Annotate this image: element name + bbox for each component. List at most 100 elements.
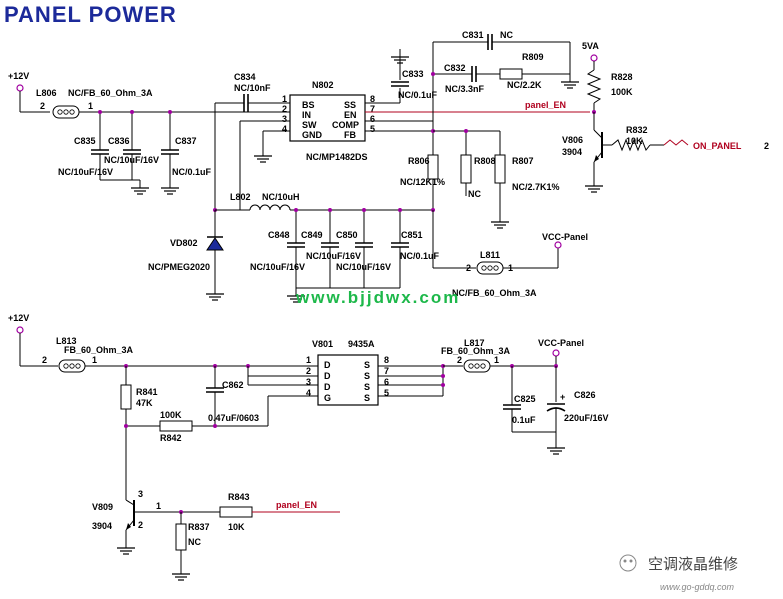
v806-ref: V806 bbox=[562, 135, 583, 145]
r842-ref: R842 bbox=[160, 433, 182, 443]
c832-ref: C832 bbox=[444, 63, 466, 73]
v809-base-pin1: 1 bbox=[156, 501, 161, 511]
l802-ref: L802 bbox=[230, 192, 251, 202]
n802-num-7: 7 bbox=[370, 104, 375, 114]
v809-transistor: V809 3904 3 2 bbox=[92, 489, 220, 555]
n802-pin-fb: FB bbox=[344, 130, 356, 140]
n802-pin-bs: BS bbox=[302, 100, 315, 110]
bottom-circuit: +12V L813 FB_60_Ohm_3A 2 1 V801 9435A D … bbox=[8, 313, 609, 581]
v801-num-8: 8 bbox=[384, 355, 389, 365]
rail-12v-bottom-label: +12V bbox=[8, 313, 29, 323]
r841-ref: R841 bbox=[136, 387, 158, 397]
v801-num-6: 6 bbox=[384, 377, 389, 387]
v801-part: 9435A bbox=[348, 339, 375, 349]
n802-ref: N802 bbox=[312, 80, 334, 90]
v801-pin-s7: S bbox=[364, 371, 370, 381]
vd802-ref: VD802 bbox=[170, 238, 198, 248]
v801-pin-s8: S bbox=[364, 360, 370, 370]
rail-vcc-panel-top-label: VCC-Panel bbox=[542, 232, 588, 242]
v801-pin-d3: D bbox=[324, 382, 331, 392]
on-panel-net: ON_PANEL bbox=[693, 141, 742, 151]
n802-pin-in: IN bbox=[302, 110, 311, 120]
c837-value: NC/0.1uF bbox=[172, 167, 212, 177]
watermark: 空调液晶维修 www.go-gddq.com bbox=[619, 554, 738, 592]
watermark-url: www.go-gddq.com bbox=[660, 582, 735, 592]
v801-pin-s6: S bbox=[364, 382, 370, 392]
c837-ref: C837 bbox=[175, 136, 197, 146]
l817-value: FB_60_Ohm_3A bbox=[441, 346, 511, 356]
c848-ref: C848 bbox=[268, 230, 290, 240]
n802-num-3: 3 bbox=[282, 114, 287, 124]
r837-value: NC bbox=[188, 537, 201, 547]
c825-value: 0.1uF bbox=[512, 415, 536, 425]
rail-12v-top-label: +12V bbox=[8, 71, 29, 81]
site-url: www.bjjdwx.com bbox=[295, 288, 460, 307]
r809-value: NC/2.2K bbox=[507, 80, 542, 90]
vcc-12v-top bbox=[16, 84, 24, 92]
n802-num-6: 6 bbox=[370, 114, 375, 124]
n802-pin-ss: SS bbox=[344, 100, 356, 110]
c849-ref: C849 bbox=[301, 230, 323, 240]
l806-pin1: 1 bbox=[88, 101, 93, 111]
v801-pin-d2: D bbox=[324, 371, 331, 381]
v801-mosfet: V801 9435A D D D G S S S S 1 2 3 4 8 7 6… bbox=[306, 339, 389, 406]
l802-value: NC/10uH bbox=[262, 192, 300, 202]
n802-num-4: 4 bbox=[282, 124, 287, 134]
rail-vcc-panel-bottom-label: VCC-Panel bbox=[538, 338, 584, 348]
l811-ref: L811 bbox=[480, 250, 500, 260]
c835-value: NC/10uF/16V bbox=[58, 167, 113, 177]
v801-num-3: 3 bbox=[306, 377, 311, 387]
c832-value: NC/3.3nF bbox=[445, 84, 485, 94]
v806-transistor: V806 3904 bbox=[562, 129, 612, 193]
l813-pin1: 1 bbox=[92, 355, 97, 365]
n802-part: NC/MP1482DS bbox=[306, 152, 368, 162]
r832-value: 10K bbox=[626, 136, 643, 146]
l811-pin2: 2 bbox=[466, 263, 471, 273]
r808-value: NC bbox=[468, 189, 481, 199]
r828-ref: R828 bbox=[611, 72, 633, 82]
c831-value: NC bbox=[500, 30, 513, 40]
c851-value: NC/0.1uF bbox=[400, 251, 440, 261]
l813-value: FB_60_Ohm_3A bbox=[64, 345, 134, 355]
c849-value: NC/10uF/16V bbox=[306, 251, 361, 261]
v809-ref: V809 bbox=[92, 502, 113, 512]
l813-ref: L813 bbox=[56, 336, 77, 346]
net-panel-en-top: panel_EN bbox=[525, 100, 566, 110]
v801-ref: V801 bbox=[312, 339, 333, 349]
r808-ref: R808 bbox=[474, 156, 496, 166]
v806-value: 3904 bbox=[562, 147, 582, 157]
c831-ref: C831 bbox=[462, 30, 484, 40]
watermark-name: 空调液晶维修 bbox=[648, 555, 738, 573]
schematic-title: PANEL POWER bbox=[4, 2, 177, 27]
c836-value: NC/10uF/16V bbox=[104, 155, 159, 165]
l806-pin2: 2 bbox=[40, 101, 45, 111]
c826-polarity: + bbox=[560, 392, 565, 402]
c848-value: NC/10uF/16V bbox=[250, 262, 305, 272]
r843-ref: R843 bbox=[228, 492, 250, 502]
l806-ref: L806 bbox=[36, 88, 57, 98]
top-circuit: +12V L806 NC/FB_60_Ohm_3A 2 1 C835 C836 … bbox=[8, 30, 769, 303]
n802-num-5: 5 bbox=[370, 124, 375, 134]
c834-ref: C834 bbox=[234, 72, 256, 82]
r828-value: 100K bbox=[611, 87, 633, 97]
c826-ref: C826 bbox=[574, 390, 596, 400]
r842-value: 100K bbox=[160, 410, 182, 420]
c862-ref: C862 bbox=[222, 380, 244, 390]
c825-ref: C825 bbox=[514, 394, 536, 404]
r809-ref: R809 bbox=[522, 52, 544, 62]
v801-num-4: 4 bbox=[306, 388, 311, 398]
n802-pin-en: EN bbox=[344, 110, 357, 120]
l806-ferrite: L806 NC/FB_60_Ohm_3A 2 1 bbox=[36, 88, 153, 119]
c850-ref: C850 bbox=[336, 230, 358, 240]
rail-5va-label: 5VA bbox=[582, 41, 599, 51]
r841-value: 47K bbox=[136, 398, 153, 408]
v801-pin-s5: S bbox=[364, 393, 370, 403]
c834-value: NC/10nF bbox=[234, 83, 271, 93]
r843-value: 10K bbox=[228, 522, 245, 532]
r806-ref: R806 bbox=[408, 156, 430, 166]
r807-value: NC/2.7K1% bbox=[512, 182, 560, 192]
r832-ref: R832 bbox=[626, 125, 648, 135]
l817-pin2: 2 bbox=[457, 355, 462, 365]
c833-ref: C833 bbox=[402, 69, 424, 79]
